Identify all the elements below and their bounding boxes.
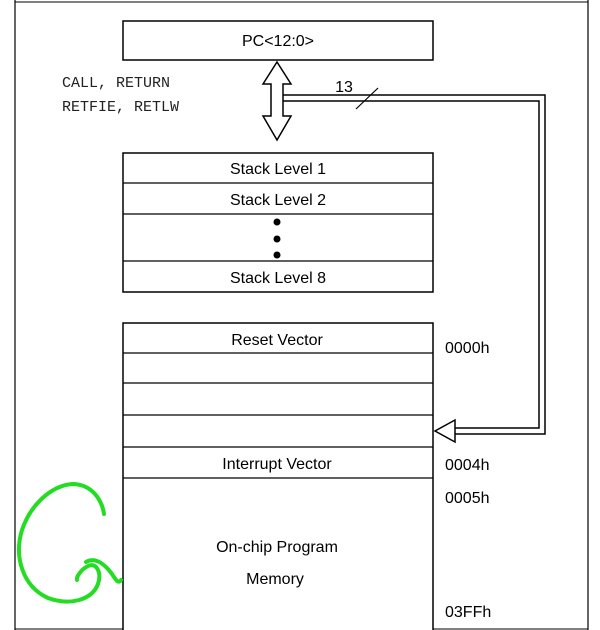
stack-level-2: Stack Level 2 <box>230 192 326 209</box>
program-memory-block <box>122 322 434 630</box>
green-handdrawn-annotation <box>17 482 123 604</box>
address-end: 03FFh <box>445 604 491 621</box>
address-interrupt: 0004h <box>445 457 490 474</box>
onchip-memory-label-line-1: On-chip Program <box>216 539 338 556</box>
instructions-line-2: RETFIE, RETLW <box>62 99 179 116</box>
address-after-interrupt: 0005h <box>445 490 490 507</box>
address-reset: 0000h <box>445 340 490 357</box>
pc-register-box <box>122 20 434 61</box>
bus-width-slash <box>355 87 379 110</box>
bus-arrow-head <box>433 418 456 444</box>
stack-ellipsis-dot-1 <box>273 218 281 226</box>
reset-vector-label: Reset Vector <box>231 332 323 349</box>
stack-ellipsis-dot-3 <box>273 251 281 259</box>
onchip-memory-label-line-2: Memory <box>246 571 304 588</box>
pc-stack-double-arrow <box>261 60 293 142</box>
interrupt-vector-label: Interrupt Vector <box>222 456 332 473</box>
bus-path-inner <box>283 100 540 429</box>
stack-ellipsis-dot-2 <box>273 235 281 243</box>
stack-level-8: Stack Level 8 <box>230 270 326 287</box>
stack-level-1: Stack Level 1 <box>230 161 326 178</box>
bus-width-label: 13 <box>335 79 353 96</box>
bus-path-outer <box>283 94 546 435</box>
instructions-line-1: CALL, RETURN <box>62 75 170 92</box>
pc-register-label: PC<12:0> <box>242 33 314 50</box>
